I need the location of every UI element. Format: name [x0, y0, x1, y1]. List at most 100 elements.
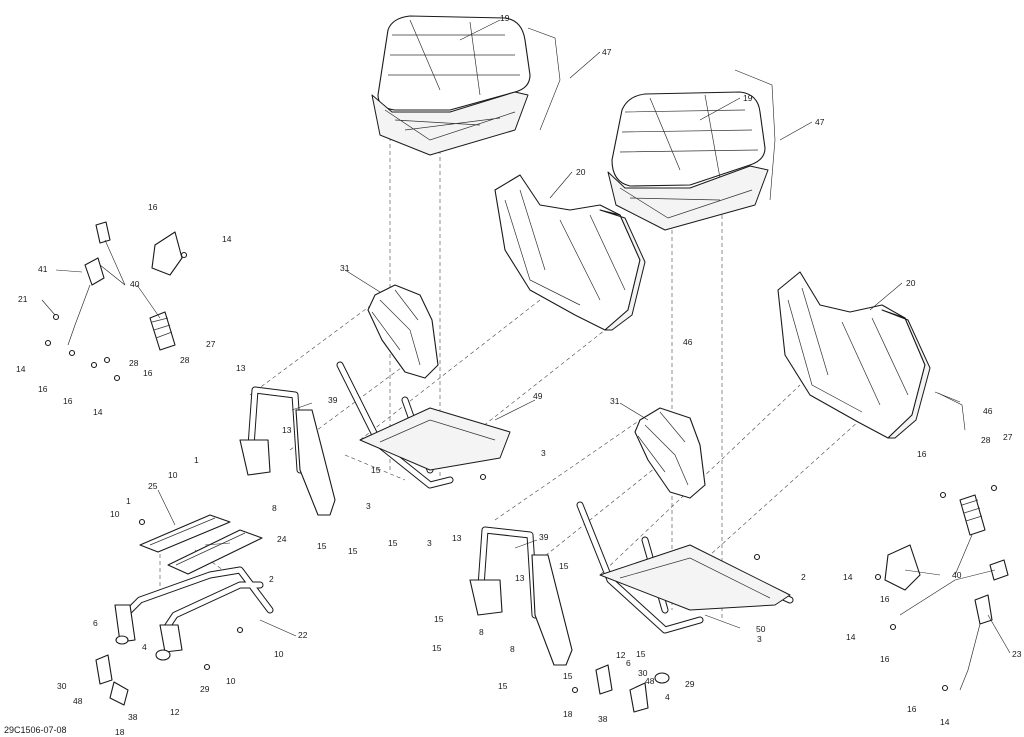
callout-48-right: 48	[645, 676, 655, 686]
callout-38-left: 38	[128, 712, 138, 722]
callout-10-a: 10	[168, 470, 178, 480]
backrest-center	[494, 174, 646, 331]
callout-4-left: 4	[142, 642, 147, 652]
callout-labels: 19 47 19 47 20 20 46 46 31 31 49 50 39 3…	[16, 13, 1022, 737]
callout-47-right: 47	[815, 117, 825, 127]
callout-3-a: 3	[541, 448, 546, 458]
callout-21: 21	[18, 294, 28, 304]
seat-base-frame-right	[576, 501, 794, 634]
callout-15-j: 15	[636, 649, 646, 659]
callout-49: 49	[533, 391, 543, 401]
leader-lines	[41, 19, 1011, 654]
seat-cushion-right	[607, 91, 769, 231]
callout-13-c: 13	[452, 533, 462, 543]
slide-rail-assembly	[139, 514, 263, 575]
callout-50: 50	[756, 624, 766, 634]
callout-16-d: 16	[143, 368, 153, 378]
seat-belt-buckle-right	[959, 559, 1009, 691]
seat-support-left	[367, 284, 439, 379]
callout-3-d: 3	[757, 634, 762, 644]
seat-base-lower	[114, 566, 274, 661]
brackets-right	[595, 664, 670, 713]
callout-30-left: 30	[57, 681, 67, 691]
callout-15-i: 15	[563, 671, 573, 681]
callout-20-center: 20	[576, 167, 586, 177]
callout-30-right: 30	[638, 668, 648, 678]
callout-12-right: 12	[616, 650, 626, 660]
callout-6-left: 6	[93, 618, 98, 628]
callout-27-right: 27	[1003, 432, 1013, 442]
callout-8-c: 8	[510, 644, 515, 654]
callout-23: 23	[1012, 649, 1022, 659]
callout-14-d: 14	[843, 572, 853, 582]
callout-16-c: 16	[63, 396, 73, 406]
callout-31-left: 31	[340, 263, 350, 273]
callout-39-left: 39	[328, 395, 338, 405]
callout-15-b: 15	[317, 541, 327, 551]
callout-10-c: 10	[274, 649, 284, 659]
fasteners	[44, 251, 998, 694]
callout-18-left: 18	[115, 727, 125, 737]
callout-25: 25	[148, 481, 158, 491]
callout-1-b: 1	[126, 496, 131, 506]
callout-14-f: 14	[940, 717, 950, 727]
callout-1-a: 1	[194, 455, 199, 465]
callout-24: 24	[277, 534, 287, 544]
callout-15-a: 15	[371, 465, 381, 475]
callout-29-left: 29	[200, 684, 210, 694]
callout-14-c: 14	[93, 407, 103, 417]
callout-48-left: 48	[73, 696, 83, 706]
callout-47-top: 47	[602, 47, 612, 57]
callout-10-b: 10	[110, 509, 120, 519]
callout-4-right: 4	[665, 692, 670, 702]
callout-14-b: 14	[16, 364, 26, 374]
seat-cushion-top	[371, 15, 531, 156]
seat-frame-left	[239, 386, 336, 516]
callout-6-right: 6	[626, 658, 631, 668]
callout-22: 22	[298, 630, 308, 640]
callout-13-d: 13	[515, 573, 525, 583]
callout-15-g: 15	[432, 643, 442, 653]
callout-15-d: 15	[388, 538, 398, 548]
callout-40-right: 40	[952, 570, 962, 580]
callout-2-a: 2	[269, 574, 274, 584]
callout-38-right: 38	[598, 714, 608, 724]
callout-14-a: 14	[222, 234, 232, 244]
callout-12-left: 12	[170, 707, 180, 717]
callout-39-right: 39	[539, 532, 549, 542]
seat-belt-buckle-left	[67, 221, 111, 346]
callout-18-right: 18	[563, 709, 573, 719]
callout-15-f: 15	[434, 614, 444, 624]
diagram-code: 29C1506-07-08	[4, 725, 67, 735]
callout-16-g: 16	[880, 654, 890, 664]
seat-support-right	[634, 407, 706, 499]
seat-base-frame-left	[336, 361, 511, 489]
callout-16-e: 16	[917, 449, 927, 459]
callout-13-b: 13	[282, 425, 292, 435]
callout-31-right: 31	[610, 396, 620, 406]
callout-29-right: 29	[685, 679, 695, 689]
callout-41: 41	[38, 264, 48, 274]
callout-15-c: 15	[348, 546, 358, 556]
seat-frame-right	[469, 526, 573, 666]
callout-14-e: 14	[846, 632, 856, 642]
seat-belt-retractor-left	[149, 231, 183, 351]
callout-28-c: 28	[981, 435, 991, 445]
callout-19-top: 19	[500, 13, 510, 23]
callout-20-right: 20	[906, 278, 916, 288]
callout-8-b: 8	[479, 627, 484, 637]
callout-15-h: 15	[498, 681, 508, 691]
callout-19-right: 19	[743, 93, 753, 103]
callout-3-c: 3	[427, 538, 432, 548]
callout-16-b: 16	[38, 384, 48, 394]
callout-13-a: 13	[236, 363, 246, 373]
brackets-left	[95, 654, 129, 706]
callout-16-a: 16	[148, 202, 158, 212]
callout-8-a: 8	[272, 503, 277, 513]
seat-belt-retractor-right	[884, 494, 986, 591]
callout-16-h: 16	[907, 704, 917, 714]
callout-15-e: 15	[559, 561, 569, 571]
callout-10-d: 10	[226, 676, 236, 686]
backrest-right	[777, 271, 931, 439]
